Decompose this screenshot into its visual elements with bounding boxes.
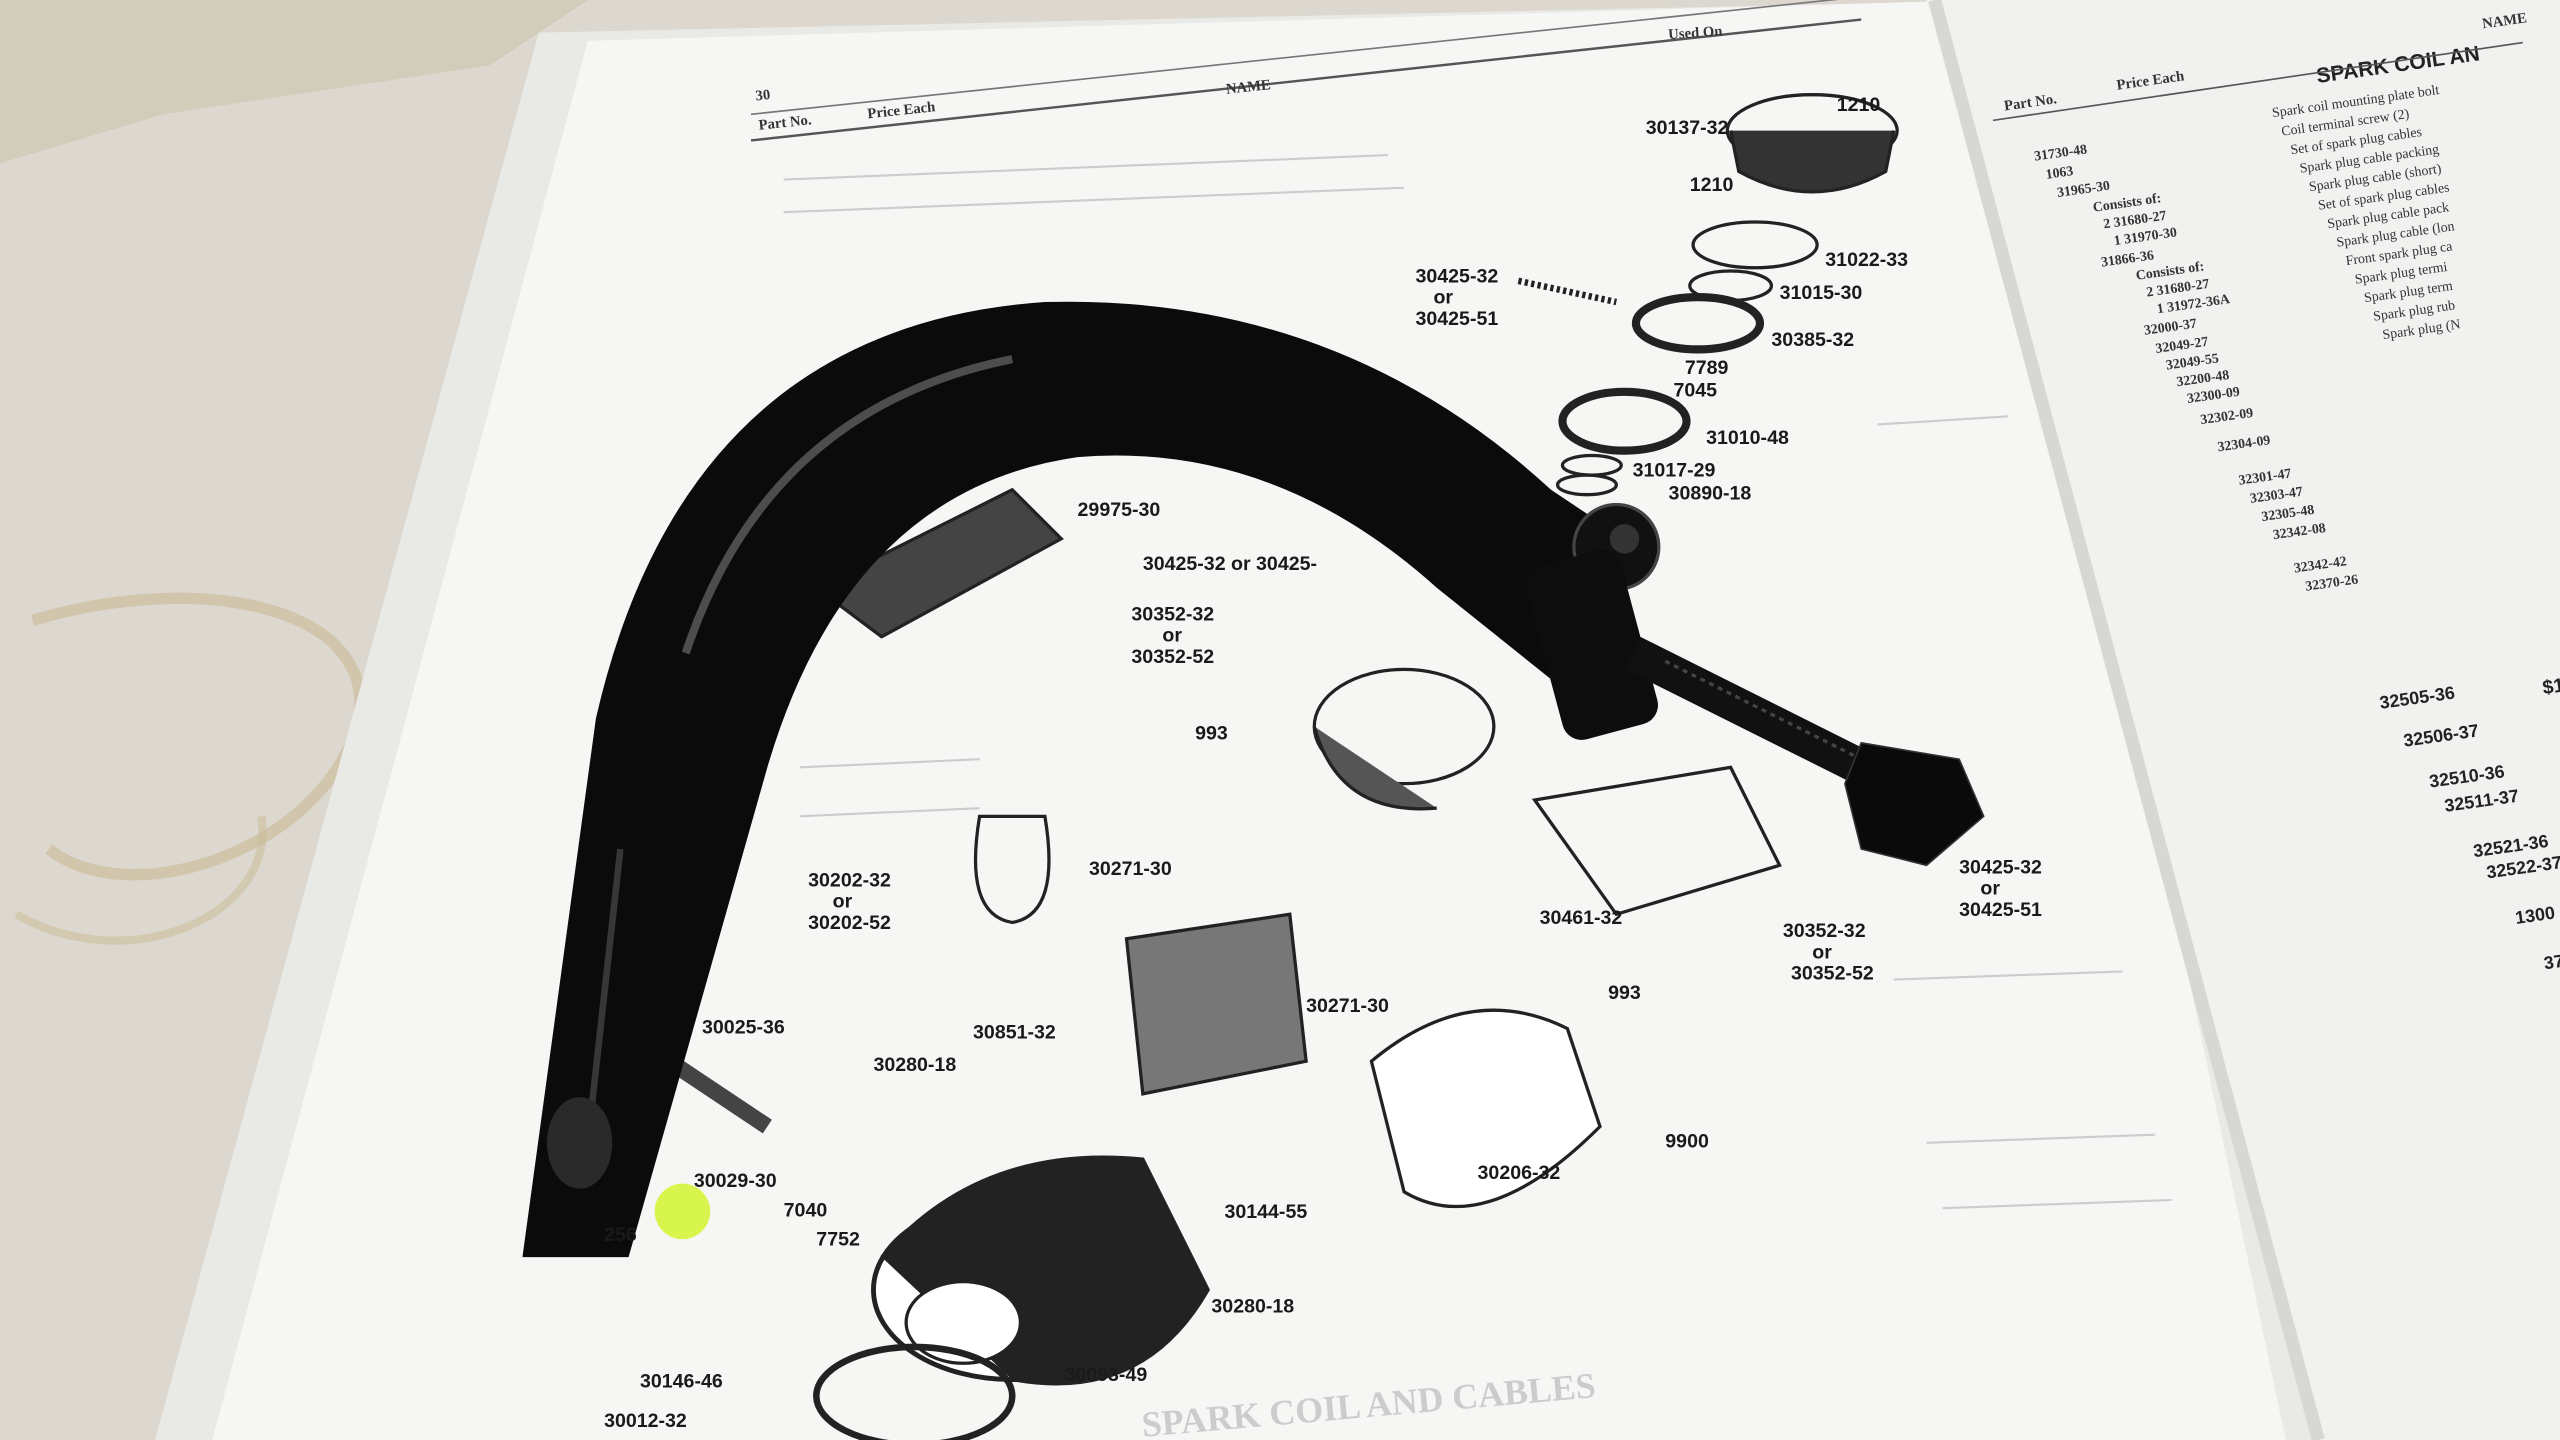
diagram-label: 30352-32	[1131, 603, 1214, 625]
diagram-label: 256	[604, 1224, 637, 1246]
rp-part-number: 1063	[2045, 164, 2075, 183]
diagram-label: or	[833, 891, 853, 913]
book-gutter	[1928, 0, 2325, 1440]
diagram-label: 30425-32 or 30425-	[1143, 553, 1317, 575]
rp-part-number: 32300-09	[2186, 385, 2241, 407]
rp-part-number: 32000-37	[2143, 317, 2198, 339]
diagram-label: 30280-18	[1211, 1296, 1294, 1318]
diagram-label: 30425-32	[1416, 265, 1499, 287]
diagram-label: 30425-51	[1416, 308, 1499, 330]
diagram-label: 30425-51	[1959, 899, 2042, 921]
diagram-label: 7752	[816, 1229, 860, 1251]
header-name: NAME	[1225, 77, 1272, 98]
diagram-label: 9900	[1665, 1131, 1709, 1153]
rp-part-number: 31965-30	[2056, 179, 2111, 201]
diagram-label: 31022-33	[1825, 249, 1908, 271]
right-page	[1926, 0, 2560, 1440]
diagram-label: or	[1162, 625, 1182, 647]
left-page	[212, 0, 2286, 1440]
diagram-label: 7040	[784, 1199, 828, 1221]
rp-part-number: 32049-27	[2155, 335, 2210, 357]
diagram-label: 30144-55	[1224, 1201, 1307, 1223]
diagram-label: 1210	[1837, 94, 1881, 116]
diagram-label: 30385-32	[1771, 329, 1854, 351]
header-used-on: Used On	[1668, 23, 1723, 43]
rp-header-part-no: Part No.	[2003, 91, 2058, 114]
diagram-label: 30461-32	[1540, 907, 1623, 929]
rp-part-number: 32302-09	[2199, 406, 2254, 428]
diagram-label: 30851-32	[973, 1021, 1056, 1043]
diagram-label: 30271-30	[1306, 995, 1389, 1017]
diagram-label: 30137-32	[1646, 117, 1729, 139]
exploded-diagram	[664, 93, 1899, 1440]
diagram-label: 30025-36	[702, 1016, 785, 1038]
diagram-label: 30202-32	[808, 870, 891, 892]
rp-part-number: 32200-48	[2176, 368, 2231, 390]
diagram-label: 30425-32	[1959, 856, 2042, 878]
rp-part-number: 3779	[2542, 948, 2560, 973]
header-price-each: Price Each	[867, 99, 936, 122]
rp-part-number: 31866-36	[2100, 248, 2155, 270]
diagram-label: or	[1812, 941, 1832, 963]
diagram-label: 31010-48	[1706, 427, 1789, 449]
rp-part-number: 32370-26	[2305, 572, 2360, 594]
diagram-label: 30029-30	[694, 1170, 777, 1192]
diagram-label: 30146-46	[640, 1371, 723, 1393]
header-rule	[750, 18, 1862, 142]
diagram-label: 7789	[1685, 357, 1729, 379]
rp-part-number: 32301-47	[2238, 466, 2293, 488]
diagram-label: 30352-32	[1783, 920, 1866, 942]
diagram-label: or	[1980, 878, 2000, 900]
right-page-content: Part No. Price Each NAME SPARK COIL AN 3…	[1992, 10, 2560, 1001]
diagram-label: 30012-32	[604, 1410, 687, 1432]
diagram-labels: 121030137-32121031022-3330425-32or30425-…	[604, 94, 2042, 1432]
diagram-label: 993	[1608, 982, 1641, 1004]
header-part-no: Part No.	[758, 112, 813, 133]
diagram-label: 31015-30	[1780, 282, 1863, 304]
faint-text-lines	[783, 154, 2172, 1210]
rp-price: $13.25	[2541, 669, 2560, 699]
price-sticker	[654, 1183, 711, 1240]
black-bracket	[522, 301, 1985, 1258]
rp-part-number: 32305-48	[2261, 503, 2316, 525]
diagram-label: 29975-30	[1078, 499, 1161, 521]
page-number: 30	[755, 87, 771, 104]
diagram-label: 1210	[1690, 174, 1734, 196]
diagram-label: 30093-49	[1064, 1364, 1147, 1386]
table-shadow	[0, 0, 588, 164]
rp-header-name: NAME	[2481, 10, 2528, 32]
diagram-label: 30271-30	[1089, 858, 1172, 880]
rp-part-number: 32303-47	[2249, 485, 2304, 507]
diagram-label: 30890-18	[1669, 483, 1752, 505]
rp-part-number: 32049-55	[2165, 351, 2220, 373]
rp-part-number: 32342-08	[2272, 521, 2327, 543]
rp-part-number: 32342-42	[2293, 554, 2348, 576]
rp-part-number: 32304-09	[2217, 433, 2272, 455]
diagram-label: 31017-29	[1633, 460, 1716, 482]
diagram-label: 30352-52	[1791, 963, 1874, 985]
diagram-label: or	[1433, 287, 1453, 309]
diagram-label: 30206-32	[1478, 1162, 1561, 1184]
diagram-label: 993	[1195, 723, 1228, 745]
rp-part-number: 31730-48	[2033, 142, 2088, 164]
stain-ring-2	[14, 815, 267, 945]
diagram-label: 30202-52	[808, 912, 891, 934]
diagram-label: 30352-52	[1131, 646, 1214, 668]
diagram-label: 7045	[1673, 380, 1717, 402]
diagram-label: 30280-18	[873, 1054, 956, 1076]
header-rule-top	[750, 0, 1839, 116]
